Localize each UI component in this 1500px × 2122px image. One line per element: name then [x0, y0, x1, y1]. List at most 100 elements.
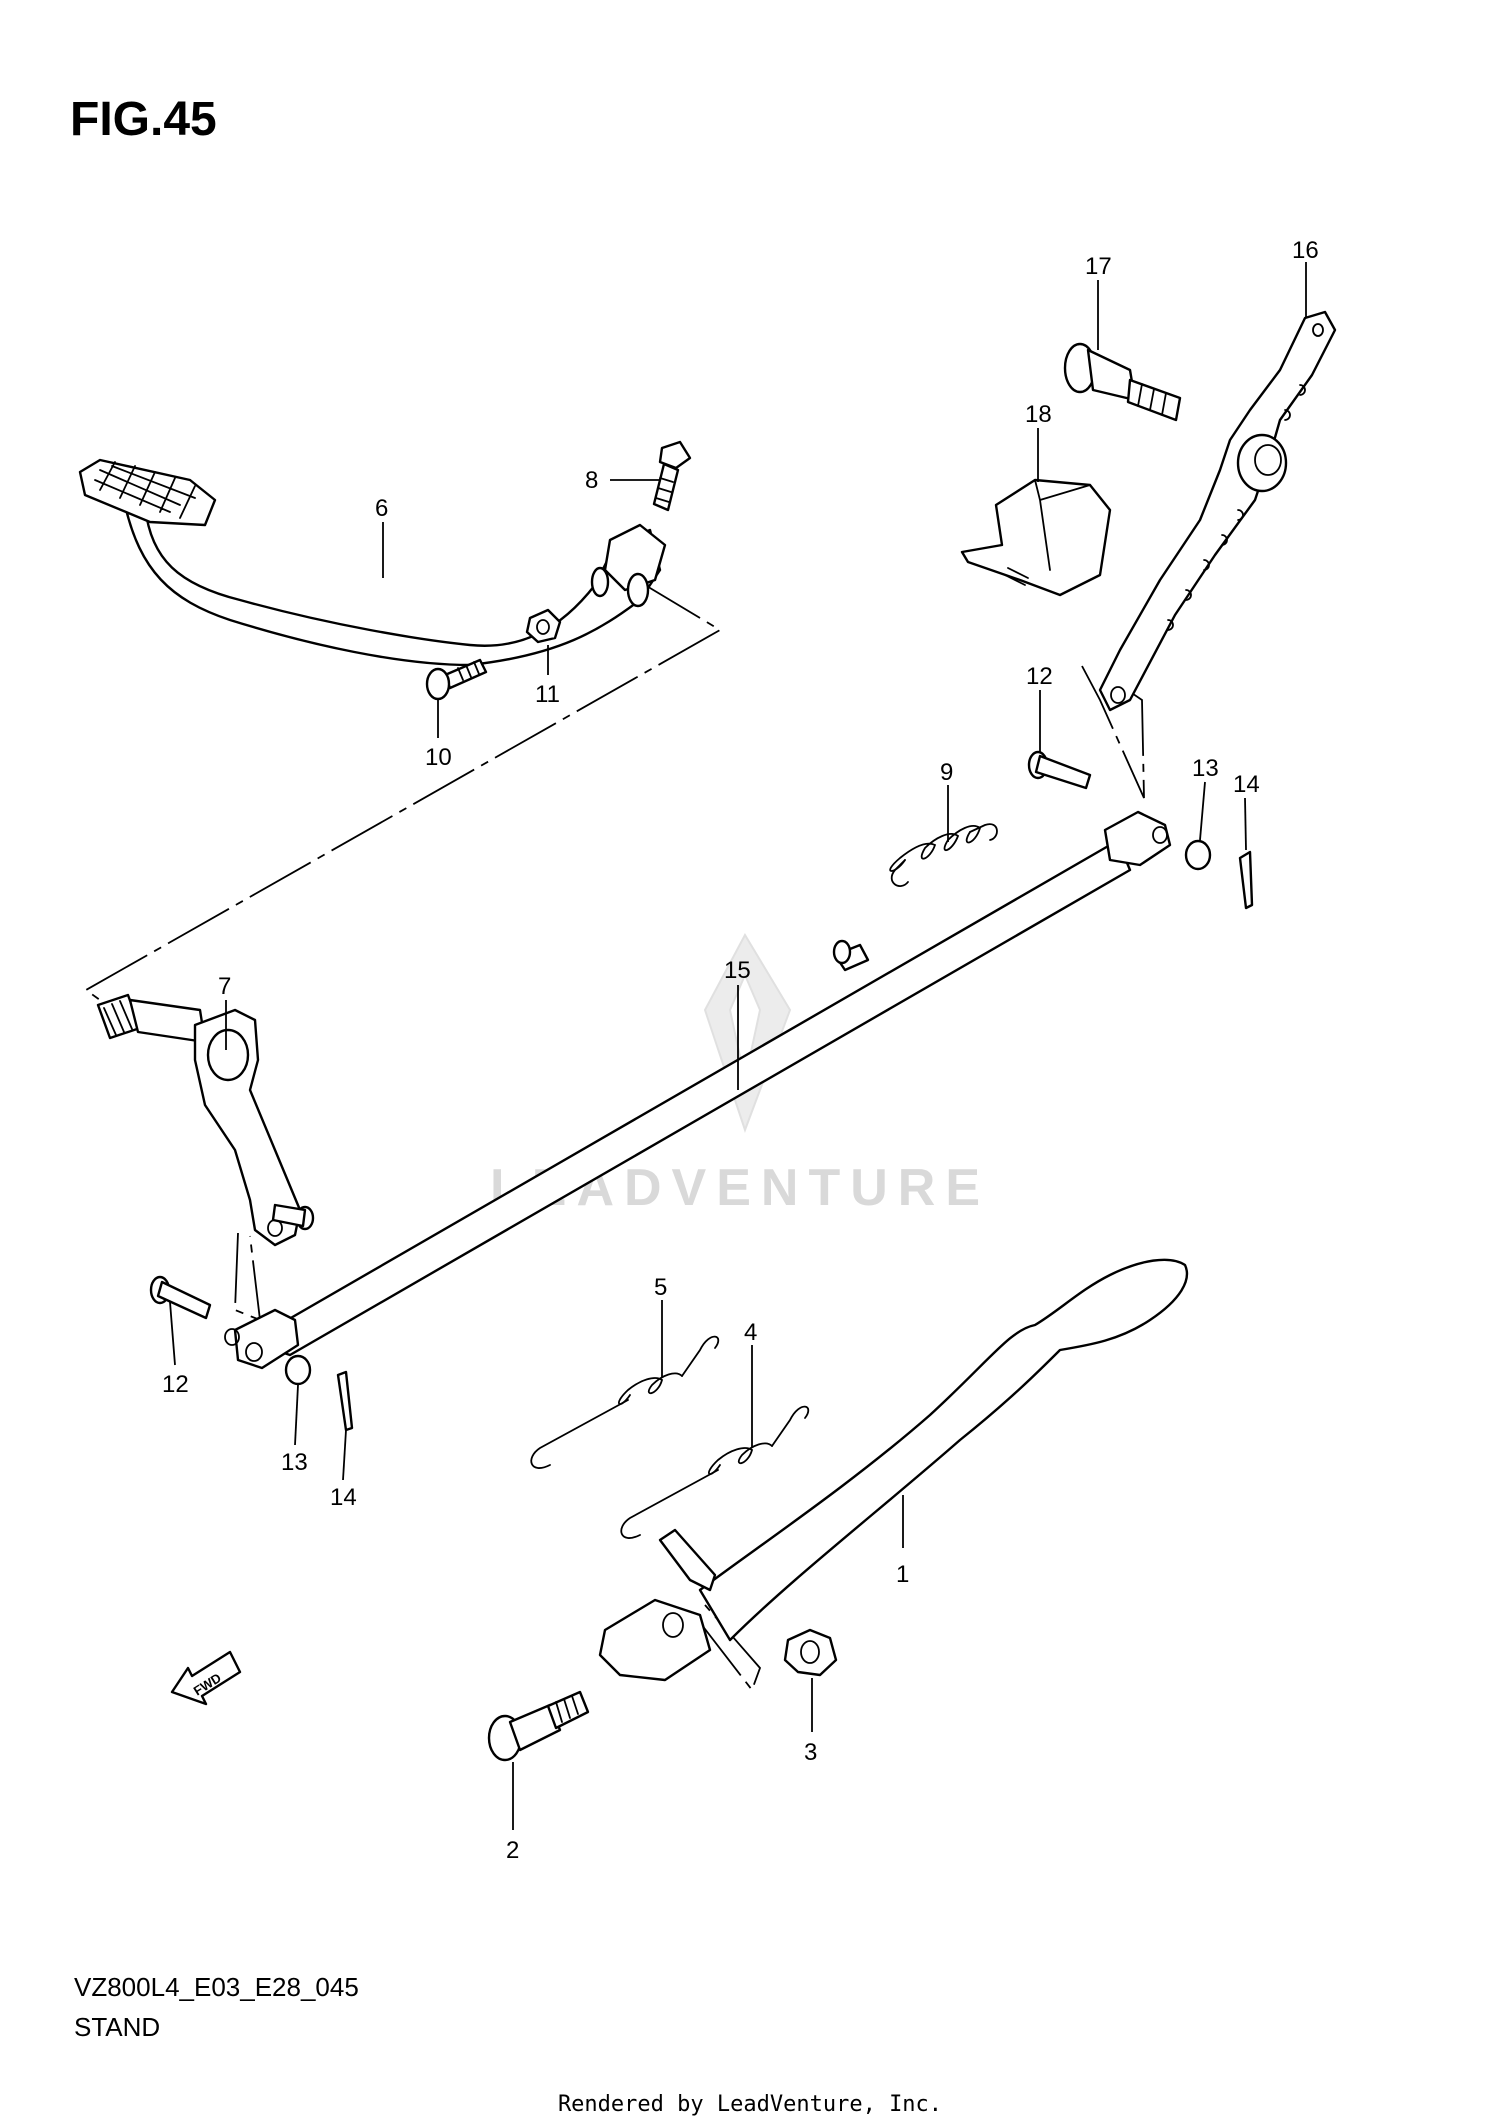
stand-rod-15-end-left: [233, 1308, 300, 1370]
stand-rod-15-end-right-hole: [1152, 826, 1168, 844]
pivot-bolt-2-shank: [508, 1703, 562, 1752]
callout-9[interactable]: 9: [940, 759, 953, 786]
assembly-line-arm-7: [234, 1232, 262, 1322]
spring-part-4[interactable]: [620, 1405, 810, 1539]
cover-18-edge: [1034, 479, 1091, 571]
pivot-bolt-part-17[interactable]: [1063, 342, 1182, 422]
figure-caption: STAND: [74, 2012, 161, 2042]
callout-5[interactable]: 5: [654, 1274, 667, 1301]
leader-13b: [294, 1384, 299, 1446]
stand-rod-15-end-left-hole: [245, 1342, 263, 1362]
pivot-bolt-2-thread-lines: [555, 1695, 579, 1723]
bolt-8-head: [658, 440, 692, 470]
callout-17[interactable]: 17: [1085, 253, 1112, 280]
shaft-arm-7-spline-lines: [103, 1000, 133, 1036]
callout-1[interactable]: 1: [896, 1561, 909, 1588]
linkage-arm-16-boss: [1236, 433, 1288, 493]
clevis-pin-12-upper-shank: [1034, 754, 1092, 790]
nut-part-11[interactable]: [525, 608, 562, 644]
nut-3-body: [783, 1628, 838, 1677]
callout-15[interactable]: 15: [724, 957, 751, 984]
leader-14b: [342, 1429, 347, 1481]
side-stand-1-pivot: [598, 1598, 712, 1682]
spring-4-hook-left: [620, 1469, 719, 1539]
spring-5-hook-right: [681, 1335, 720, 1377]
bolt-8-shank: [652, 462, 680, 512]
callout-14-lower[interactable]: 14: [330, 1484, 357, 1511]
spring-part-5[interactable]: [530, 1335, 720, 1469]
forward-arrow: FWD: [170, 1650, 242, 1706]
leader-12b: [169, 1301, 176, 1366]
callout-13-upper[interactable]: 13: [1192, 755, 1219, 782]
callout-18[interactable]: 18: [1025, 401, 1052, 428]
shaft-arm-7-pin: [271, 1203, 307, 1228]
assembly-line-arm-16: [1081, 665, 1145, 799]
linkage-arm-16-end-hole: [1110, 686, 1126, 704]
nut-3-hole: [800, 1640, 820, 1664]
figure-title: FIG.45: [70, 93, 217, 146]
callout-4[interactable]: 4: [744, 1319, 757, 1346]
clevis-pin-part-12-upper[interactable]: [1027, 750, 1092, 790]
model-code: VZ800L4_E03_E28_045: [74, 1972, 359, 2002]
shaft-arm-7-bore: [206, 1028, 250, 1082]
shaft-arm-part-7[interactable]: [96, 993, 315, 1247]
cover-18-body: [960, 478, 1112, 597]
callout-12-lower[interactable]: 12: [162, 1371, 189, 1398]
shaft-arm-7-shaft: [128, 998, 207, 1044]
nut-11-body: [525, 608, 562, 644]
callout-14-upper[interactable]: 14: [1233, 771, 1260, 798]
watermark-logo-icon: [703, 932, 792, 1133]
stand-rod-15-end-left-hole-2: [224, 1328, 240, 1346]
stand-rod-part-15[interactable]: [224, 810, 1172, 1370]
side-stand-part-1[interactable]: [598, 1258, 1189, 1682]
stand-rod-15-end-right: [1103, 810, 1172, 867]
stand-rod-15-body: [268, 843, 1132, 1357]
washer-part-13-lower[interactable]: [284, 1354, 312, 1386]
callout-7[interactable]: 7: [218, 973, 231, 1000]
callout-10[interactable]: 10: [425, 744, 452, 771]
washer-part-13-upper[interactable]: [1184, 839, 1212, 871]
side-stand-1-leg: [698, 1258, 1189, 1642]
linkage-arm-16-top-hole: [1312, 323, 1324, 337]
forward-arrow-icon: [170, 1650, 242, 1706]
leader-13a: [1199, 781, 1206, 841]
spring-9-hook-right: [969, 823, 998, 841]
spring-5-hook-left: [530, 1399, 629, 1469]
callout-2[interactable]: 2: [506, 1837, 519, 1864]
bolt-part-10[interactable]: [425, 658, 488, 701]
callout-11[interactable]: 11: [535, 681, 560, 708]
pedal-pad-grid: [94, 461, 196, 519]
bolt-part-8[interactable]: [652, 440, 692, 512]
brake-pedal-part-6[interactable]: [78, 458, 667, 667]
pivot-bolt-part-2[interactable]: [487, 1690, 590, 1762]
pedal-spline: [626, 572, 650, 608]
spring-part-9[interactable]: [889, 823, 998, 887]
leader-lines: [169, 262, 1307, 1830]
callout-6[interactable]: 6: [375, 495, 388, 522]
brake-pedal-arm: [123, 503, 662, 667]
cover-part-18[interactable]: [960, 478, 1112, 597]
callout-13-lower[interactable]: 13: [281, 1449, 308, 1476]
callout-12-upper[interactable]: 12: [1026, 663, 1053, 690]
cotter-pin-part-14-lower[interactable]: [336, 1370, 354, 1432]
bolt-10-head: [425, 667, 451, 701]
bolt-8-thread: [655, 477, 674, 503]
linkage-arm-16-holes: [1167, 384, 1306, 631]
side-stand-1-pivot-hole: [662, 1612, 684, 1638]
nut-part-3[interactable]: [783, 1628, 838, 1677]
callout-3[interactable]: 3: [804, 1739, 817, 1766]
linkage-arm-part-16[interactable]: [1098, 310, 1337, 712]
callout-8[interactable]: 8: [585, 467, 598, 494]
spring-9-hook-left: [890, 859, 909, 887]
linkage-arm-16-body: [1098, 310, 1337, 712]
callout-numbers: 1 2 3 4 5 6 7 8 9 10 11 12 12 13 13 14 1…: [162, 237, 1319, 1864]
callout-16[interactable]: 16: [1292, 237, 1319, 264]
bolt-10-thread: [457, 661, 480, 681]
clevis-pin-part-12-lower[interactable]: [149, 1275, 212, 1320]
cotter-pin-part-14-upper[interactable]: [1238, 850, 1254, 910]
nut-11-hole: [536, 619, 550, 635]
pedal-bore: [590, 566, 610, 598]
stand-rod-15-stud-head: [832, 939, 852, 965]
leader-14a: [1244, 797, 1247, 851]
